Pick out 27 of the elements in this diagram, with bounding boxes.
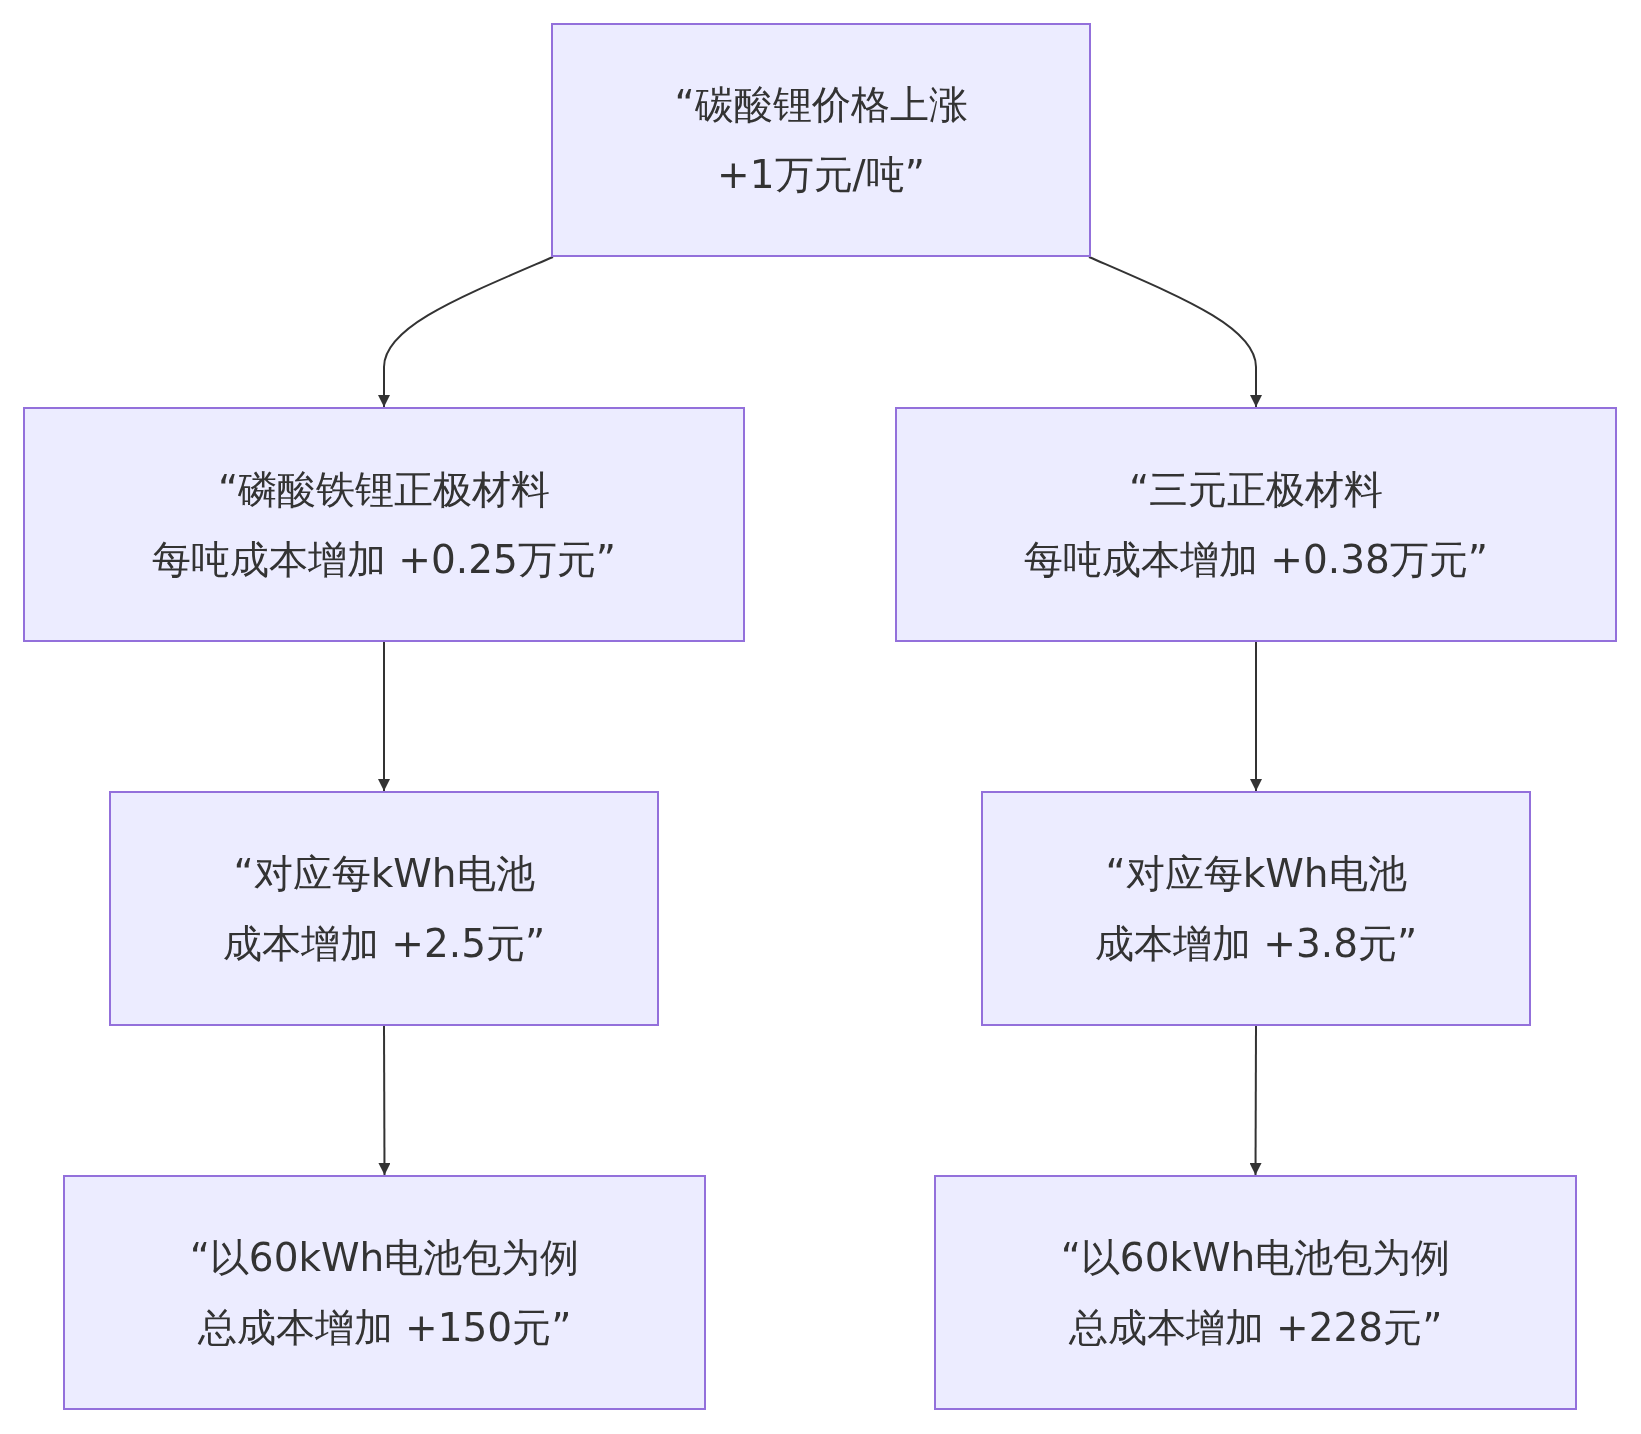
process-box (23, 407, 745, 642)
process-box (63, 1175, 706, 1410)
arrow (1249, 1025, 1262, 1176)
process-box (981, 791, 1531, 1026)
node-text: “磷酸铁锂正极材料 (217, 465, 551, 514)
arrow (378, 256, 554, 408)
node-text: 成本增加 +3.8元” (1094, 919, 1418, 968)
process-box (109, 791, 659, 1026)
node-text: “以60kWh电池包为例 (1060, 1233, 1451, 1282)
process-box (551, 23, 1091, 257)
node-text: +1万元/吨” (717, 151, 925, 199)
node-text: 成本增加 +2.5元” (222, 919, 546, 968)
arrow (378, 641, 390, 792)
node-text: 总成本增加 +150元” (197, 1303, 572, 1352)
arrow (378, 1025, 391, 1176)
arrow (1250, 641, 1262, 792)
arrow (1088, 256, 1262, 408)
process-box (895, 407, 1617, 642)
node-text: “对应每kWh电池 (1105, 849, 1407, 898)
node-text: 每吨成本增加 +0.25万元” (151, 535, 617, 584)
node-text: “碳酸锂价格上涨 (674, 81, 968, 129)
process-box (934, 1175, 1577, 1410)
node-text: “对应每kWh电池 (233, 849, 535, 898)
node-text: 每吨成本增加 +0.38万元” (1023, 535, 1489, 584)
node-text: 总成本增加 +228元” (1068, 1303, 1443, 1352)
node-text: “以60kWh电池包为例 (189, 1233, 580, 1282)
node-text: “三元正极材料 (1128, 465, 1384, 514)
